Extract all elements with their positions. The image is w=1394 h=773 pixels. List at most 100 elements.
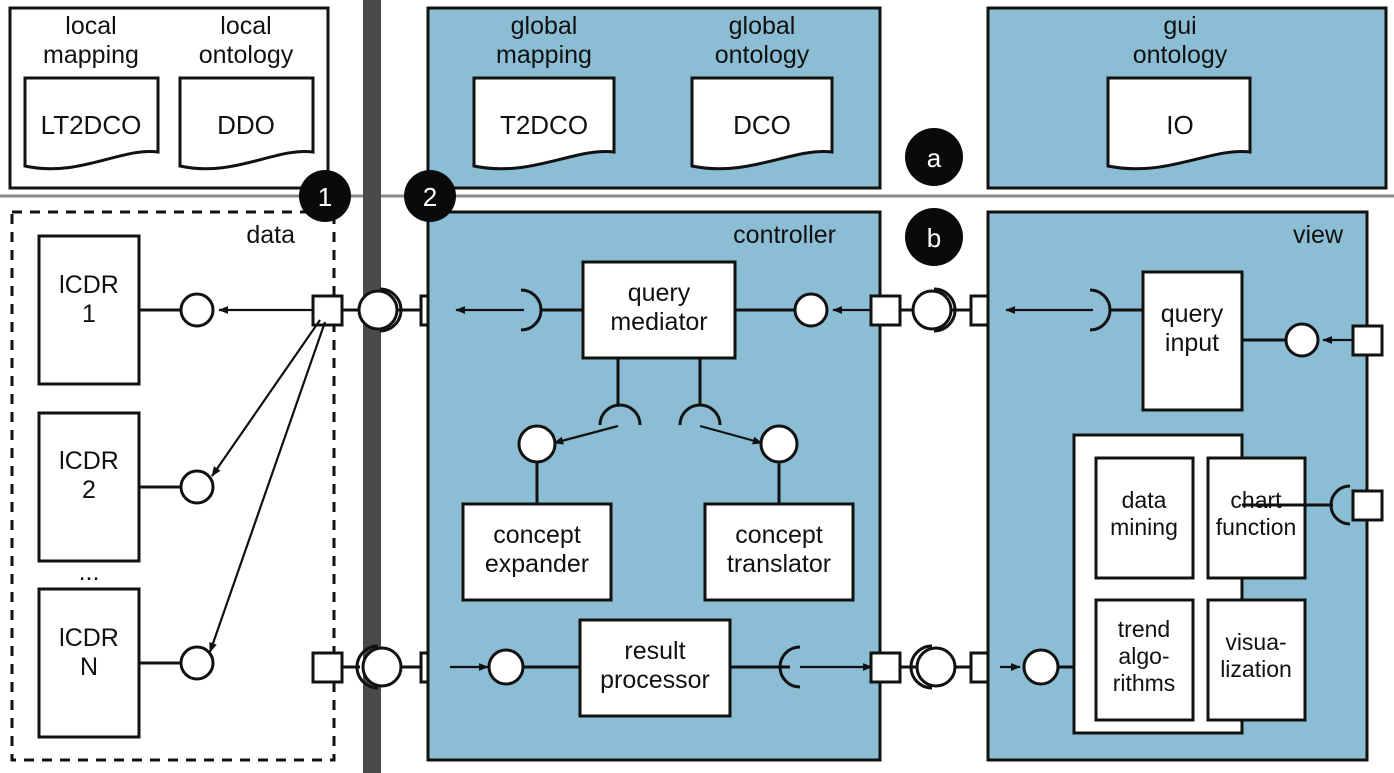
component-chart-function: [1206, 456, 1307, 580]
spine-badge-2-label: 2: [423, 182, 437, 212]
component-lcdr-1-line2: 1: [82, 300, 96, 328]
lcdr-n-provided-interface-icon: [179, 645, 215, 681]
component-data-mining-line1: data: [1122, 487, 1167, 513]
qm-required-interface-icon-down-left: [598, 403, 642, 426]
component-concept-expander-line2: expander: [485, 550, 589, 578]
connector-qm-to-concept-expander: [553, 424, 619, 445]
component-trend-algorithms-line1: trend: [1118, 616, 1170, 642]
bns-cv-upper-ball-icon: [911, 289, 953, 331]
component-query-mediator-line1: query: [628, 279, 691, 307]
component-data-mining-line2: mining: [1110, 514, 1178, 540]
layer-badge-a-label: a: [927, 143, 942, 173]
boundary-spine: [363, 0, 381, 773]
lcdr-1-provided-interface-icon: [179, 292, 215, 328]
layer-badge-b-label: b: [927, 223, 941, 253]
qm-required-interface-icon-left: [520, 288, 543, 332]
document-ddo-shape: [178, 76, 315, 171]
component-concept-translator: [703, 502, 855, 602]
local-ontology-title-line2: ontology: [199, 41, 294, 69]
view-panel-label: view: [1293, 221, 1344, 249]
data-port-lower: [311, 651, 344, 684]
component-visualization-line2: lization: [1220, 656, 1292, 682]
data-port-upper: [311, 294, 344, 327]
connector-port-to-lcdr-2: [211, 319, 321, 477]
global-mapping-title-line2: mapping: [496, 41, 592, 69]
bns-lower-ball-icon: [361, 646, 403, 688]
bns-cv-lower-socket-icon: [909, 644, 933, 690]
component-lcdr-2-line2: 2: [82, 476, 96, 504]
spine-badge-1: [299, 170, 351, 222]
bns-upper-ball-icon: [357, 289, 399, 331]
document-io-shape: [1106, 76, 1252, 171]
component-query-input: [1141, 270, 1244, 412]
component-query-input-line2: input: [1165, 329, 1219, 357]
global-mapping-title-line1: global: [511, 12, 578, 40]
global-ontology-title-line1: global: [729, 12, 796, 40]
view-result-provided-interface-icon: [1022, 648, 1060, 686]
document-io-label: IO: [1166, 110, 1193, 140]
component-result-processor: [578, 618, 732, 718]
spine-badge-1-label: 1: [318, 182, 332, 212]
component-query-input-line1: query: [1161, 300, 1224, 328]
component-lcdr-n-line2: N: [80, 653, 98, 681]
result-processor-provided-interface-icon: [487, 648, 525, 686]
document-ddo-label: DDO: [217, 110, 275, 140]
bns-cv-lower-ball-icon: [915, 646, 957, 688]
component-visualization: [1206, 598, 1307, 722]
bns-lower-socket-icon: [355, 644, 379, 690]
component-lcdr-1-line1: lCDR: [59, 271, 119, 299]
document-lt2dco-shape: [23, 76, 160, 171]
component-chart-function-line2: function: [1216, 514, 1297, 540]
controller-panel-label: controller: [733, 221, 836, 249]
component-trend-algorithms-line3: rithms: [1113, 670, 1176, 696]
component-visualization-line1: visua-: [1225, 629, 1286, 655]
qm-provided-interface-icon-right: [793, 292, 829, 328]
component-chart-function-line1: chart: [1230, 487, 1282, 513]
document-dco-label: DCO: [733, 110, 791, 140]
document-dco-shape: [690, 76, 834, 171]
component-lcdr-2-line1: lCDR: [59, 447, 119, 475]
component-concept-expander-line1: concept: [493, 521, 581, 549]
local-ontology-title-line1: local: [220, 12, 271, 40]
local-mapping-title-line2: mapping: [43, 41, 139, 69]
component-trend-algorithms: [1094, 598, 1195, 722]
component-concept-translator-line1: concept: [735, 521, 823, 549]
data-panel: [10, 210, 336, 762]
concept-expander-provided-interface-icon: [517, 424, 557, 464]
connector-port-to-lcdr-n: [208, 321, 327, 653]
component-query-mediator-line2: mediator: [610, 308, 707, 336]
component-result-processor-line1: result: [624, 637, 685, 665]
component-concept-expander: [461, 502, 613, 602]
gui-ontology-title-line2: ontology: [1133, 41, 1228, 69]
layer-badge-b: [905, 208, 963, 266]
component-lcdr-n-line1: lCDR: [59, 624, 119, 652]
lcdr-2-provided-interface-icon: [179, 469, 215, 505]
local-mapping-title-line1: local: [65, 12, 116, 40]
layer-badge-a: [905, 128, 963, 186]
controller-port-upper-right: [869, 294, 902, 327]
document-lt2dco-label: LT2DCO: [41, 110, 142, 140]
global-ontology-title-line2: ontology: [715, 41, 810, 69]
query-input-provided-interface-icon: [1284, 322, 1320, 358]
concept-translator-provided-interface-icon: [759, 424, 799, 464]
document-t2dco-shape: [472, 76, 616, 171]
component-data-mining: [1094, 456, 1195, 580]
view-port-subcontainer-right: [1351, 489, 1384, 522]
document-t2dco-label: T2DCO: [500, 110, 588, 140]
data-panel-ellipsis: ...: [79, 558, 100, 586]
component-lcdr-n: [37, 587, 141, 739]
view-subcontainer-required-interface-icon: [1329, 484, 1351, 526]
data-panel-label: data: [246, 221, 295, 249]
component-trend-algorithms-line2: algo-: [1118, 643, 1169, 669]
result-processor-required-interface-icon: [778, 645, 801, 689]
connector-qm-to-concept-translator: [699, 424, 763, 445]
query-input-required-interface-icon: [1089, 288, 1112, 332]
qm-required-interface-icon-down-right: [678, 403, 722, 426]
view-port-far-right: [1351, 324, 1384, 357]
component-concept-translator-line2: translator: [727, 550, 831, 578]
gui-ontology-title-line1: gui: [1163, 12, 1196, 40]
component-result-processor-line2: processor: [600, 666, 710, 694]
controller-port-lower-right: [869, 651, 902, 684]
